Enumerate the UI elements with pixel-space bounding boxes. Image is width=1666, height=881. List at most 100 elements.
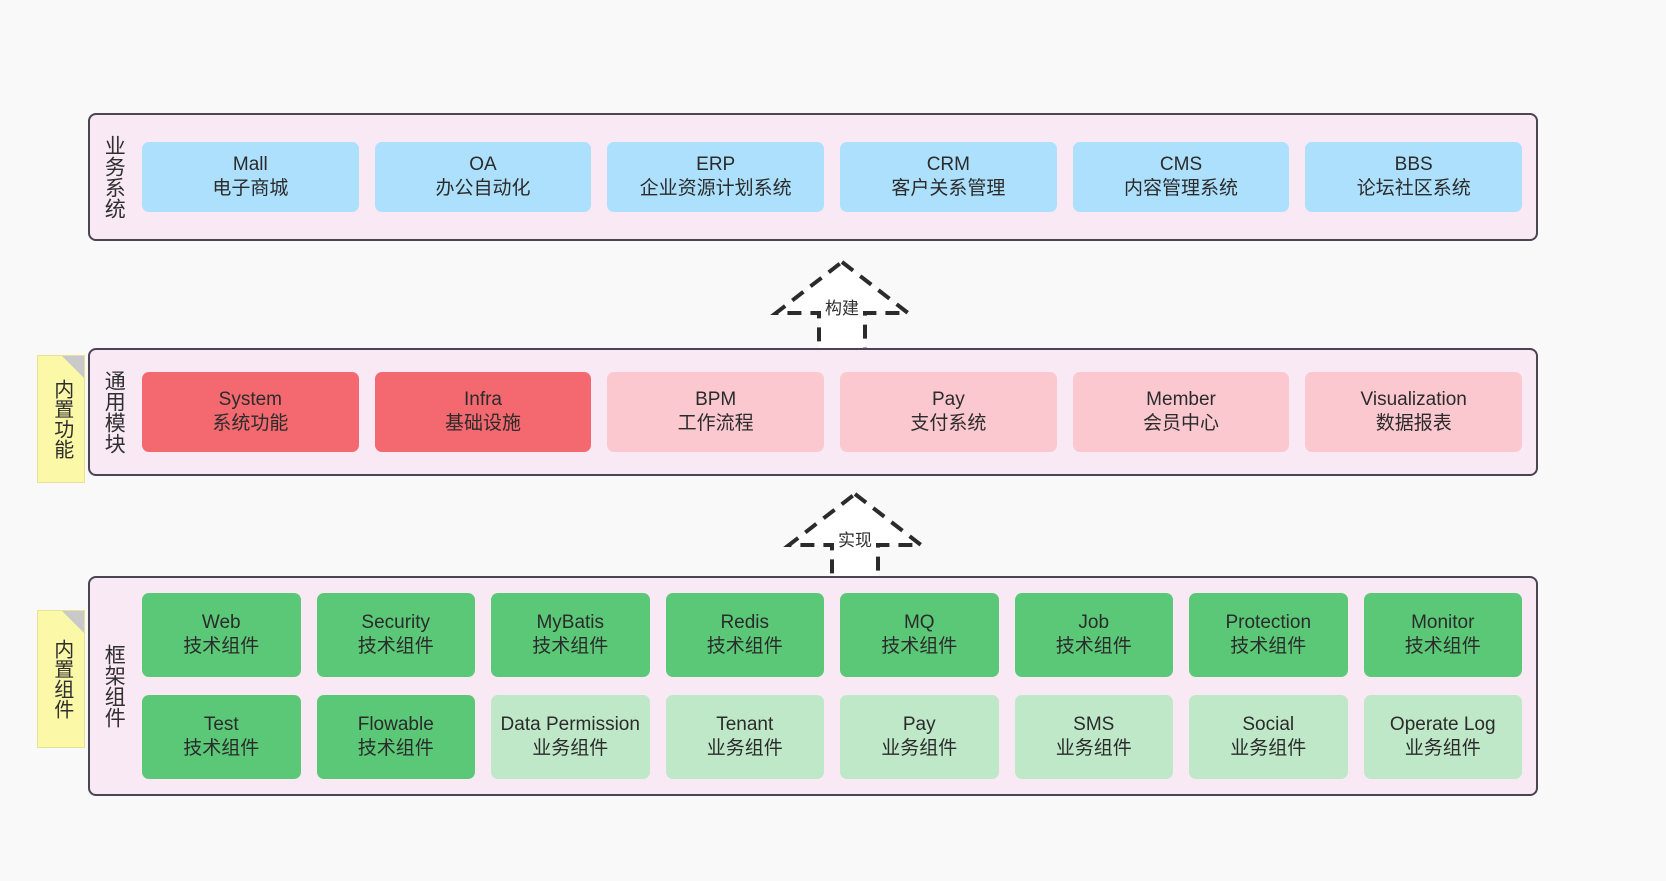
card-member[interactable]: Member 会员中心	[1072, 372, 1290, 452]
card-job-title: Job	[1078, 611, 1110, 633]
card-operate-log[interactable]: Operate Log 业务组件	[1363, 695, 1522, 779]
layer-business-systems: 业务系统 Mall 电子商城 OA 办公自动化 ERP 企业资源计划系统 CRM…	[88, 113, 1538, 241]
card-erp-subtitle: 企业资源计划系统	[639, 178, 792, 199]
card-oa-subtitle: 办公自动化	[435, 178, 531, 199]
layer-body-framework-components: Web 技术组件 Security 技术组件 MyBatis 技术组件 Redi…	[136, 578, 1536, 794]
card-redis-title: Redis	[720, 611, 770, 633]
arrow-implement-label: 实现	[838, 531, 872, 550]
card-social-subtitle: 业务组件	[1230, 738, 1307, 759]
card-data-permission-subtitle: 业务组件	[532, 738, 609, 759]
card-flowable-subtitle: 技术组件	[357, 738, 434, 759]
card-bbs[interactable]: BBS 论坛社区系统	[1305, 142, 1523, 212]
card-crm[interactable]: CRM 客户关系管理	[840, 142, 1057, 212]
card-mybatis-title: MyBatis	[536, 611, 605, 633]
card-bpm[interactable]: BPM 工作流程	[607, 372, 825, 452]
card-visualization-title: Visualization	[1360, 388, 1467, 410]
layer-common-modules: 通用模块 System 系统功能 Infra 基础设施 BPM 工作流程 Pay…	[88, 348, 1538, 476]
card-sms-subtitle: 业务组件	[1055, 738, 1132, 759]
card-pay-component[interactable]: Pay 业务组件	[840, 695, 999, 779]
card-pay-component-subtitle: 业务组件	[881, 738, 958, 759]
card-operate-log-subtitle: 业务组件	[1404, 738, 1481, 759]
card-cms-title: CMS	[1159, 153, 1203, 175]
layer-body-business-systems: Mall 电子商城 OA 办公自动化 ERP 企业资源计划系统 CRM 客户关系…	[136, 115, 1536, 239]
card-test-subtitle: 技术组件	[183, 738, 260, 759]
arrow-build-label: 构建	[825, 299, 859, 318]
card-mall[interactable]: Mall 电子商城	[142, 142, 359, 212]
card-operate-log-title: Operate Log	[1389, 713, 1496, 735]
card-job[interactable]: Job 技术组件	[1014, 593, 1173, 677]
framework-components-row-1: Web 技术组件 Security 技术组件 MyBatis 技术组件 Redi…	[142, 593, 1522, 677]
card-crm-subtitle: 客户关系管理	[891, 178, 1006, 199]
card-visualization[interactable]: Visualization 数据报表	[1305, 372, 1523, 452]
card-mybatis[interactable]: MyBatis 技术组件	[491, 593, 650, 677]
card-test-title: Test	[203, 713, 239, 735]
card-social-title: Social	[1242, 713, 1295, 735]
card-mq[interactable]: MQ 技术组件	[840, 593, 999, 677]
layer-title-common-modules: 通用模块	[102, 370, 126, 454]
layer-title-business-systems: 业务系统	[102, 135, 126, 219]
card-member-subtitle: 会员中心	[1143, 413, 1220, 434]
card-erp-title: ERP	[696, 153, 736, 175]
card-flowable-title: Flowable	[357, 713, 434, 735]
card-pay-module[interactable]: Pay 支付系统	[840, 372, 1057, 452]
note-builtin-components-text: 内置组件	[50, 639, 73, 719]
card-visualization-subtitle: 数据报表	[1375, 413, 1452, 434]
card-sms-title: SMS	[1073, 713, 1115, 735]
card-pay-component-title: Pay	[902, 713, 936, 735]
card-infra[interactable]: Infra 基础设施	[374, 372, 592, 452]
card-bbs-subtitle: 论坛社区系统	[1356, 178, 1471, 199]
card-test[interactable]: Test 技术组件	[142, 695, 301, 779]
card-mybatis-subtitle: 技术组件	[532, 636, 609, 657]
card-infra-title: Infra	[463, 388, 503, 410]
card-job-subtitle: 技术组件	[1055, 636, 1132, 657]
card-web-title: Web	[201, 611, 241, 633]
card-monitor-title: Monitor	[1411, 611, 1475, 633]
card-monitor-subtitle: 技术组件	[1404, 636, 1481, 657]
uml-generalization-arrow-build: 构建	[757, 258, 927, 358]
card-pay-module-title: Pay	[931, 388, 965, 410]
card-security-title: Security	[361, 611, 431, 633]
card-web[interactable]: Web 技术组件	[142, 593, 301, 677]
business-systems-row: Mall 电子商城 OA 办公自动化 ERP 企业资源计划系统 CRM 客户关系…	[142, 142, 1523, 212]
card-data-permission-title: Data Permission	[500, 713, 640, 735]
layer-body-common-modules: System 系统功能 Infra 基础设施 BPM 工作流程 Pay 支付系统…	[136, 350, 1536, 474]
card-redis[interactable]: Redis 技术组件	[665, 593, 824, 677]
card-pay-module-subtitle: 支付系统	[910, 413, 987, 434]
card-mall-subtitle: 电子商城	[212, 178, 289, 199]
card-data-permission[interactable]: Data Permission 业务组件	[491, 695, 650, 779]
card-erp[interactable]: ERP 企业资源计划系统	[607, 142, 825, 212]
card-mall-title: Mall	[232, 153, 268, 175]
card-infra-subtitle: 基础设施	[445, 413, 522, 434]
card-mq-title: MQ	[903, 611, 935, 633]
card-system[interactable]: System 系统功能	[142, 372, 359, 452]
card-tenant-title: Tenant	[716, 713, 774, 735]
card-web-subtitle: 技术组件	[183, 636, 260, 657]
card-sms[interactable]: SMS 业务组件	[1014, 695, 1173, 779]
card-protection[interactable]: Protection 技术组件	[1189, 593, 1348, 677]
card-bpm-title: BPM	[695, 388, 737, 410]
card-mq-subtitle: 技术组件	[881, 636, 958, 657]
note-builtin-components: 内置组件	[37, 610, 85, 748]
card-cms-subtitle: 内容管理系统	[1124, 178, 1239, 199]
card-member-title: Member	[1146, 388, 1216, 410]
layer-framework-components: 框架组件 Web 技术组件 Security 技术组件 MyBatis 技术组件…	[88, 576, 1538, 796]
card-tenant-subtitle: 业务组件	[706, 738, 783, 759]
card-tenant[interactable]: Tenant 业务组件	[665, 695, 824, 779]
note-builtin-features-text: 内置功能	[50, 379, 73, 459]
card-oa[interactable]: OA 办公自动化	[374, 142, 592, 212]
card-security-subtitle: 技术组件	[357, 636, 434, 657]
card-crm-title: CRM	[926, 153, 970, 175]
card-system-title: System	[218, 388, 283, 410]
card-flowable[interactable]: Flowable 技术组件	[316, 695, 475, 779]
card-protection-subtitle: 技术组件	[1230, 636, 1307, 657]
card-oa-title: OA	[469, 153, 497, 175]
card-bbs-title: BBS	[1394, 153, 1433, 175]
card-monitor[interactable]: Monitor 技术组件	[1363, 593, 1522, 677]
card-social[interactable]: Social 业务组件	[1189, 695, 1348, 779]
card-cms[interactable]: CMS 内容管理系统	[1072, 142, 1290, 212]
card-protection-title: Protection	[1225, 611, 1312, 633]
card-security[interactable]: Security 技术组件	[316, 593, 475, 677]
card-bpm-subtitle: 工作流程	[677, 413, 754, 434]
layer-title-framework-components: 框架组件	[102, 644, 126, 728]
